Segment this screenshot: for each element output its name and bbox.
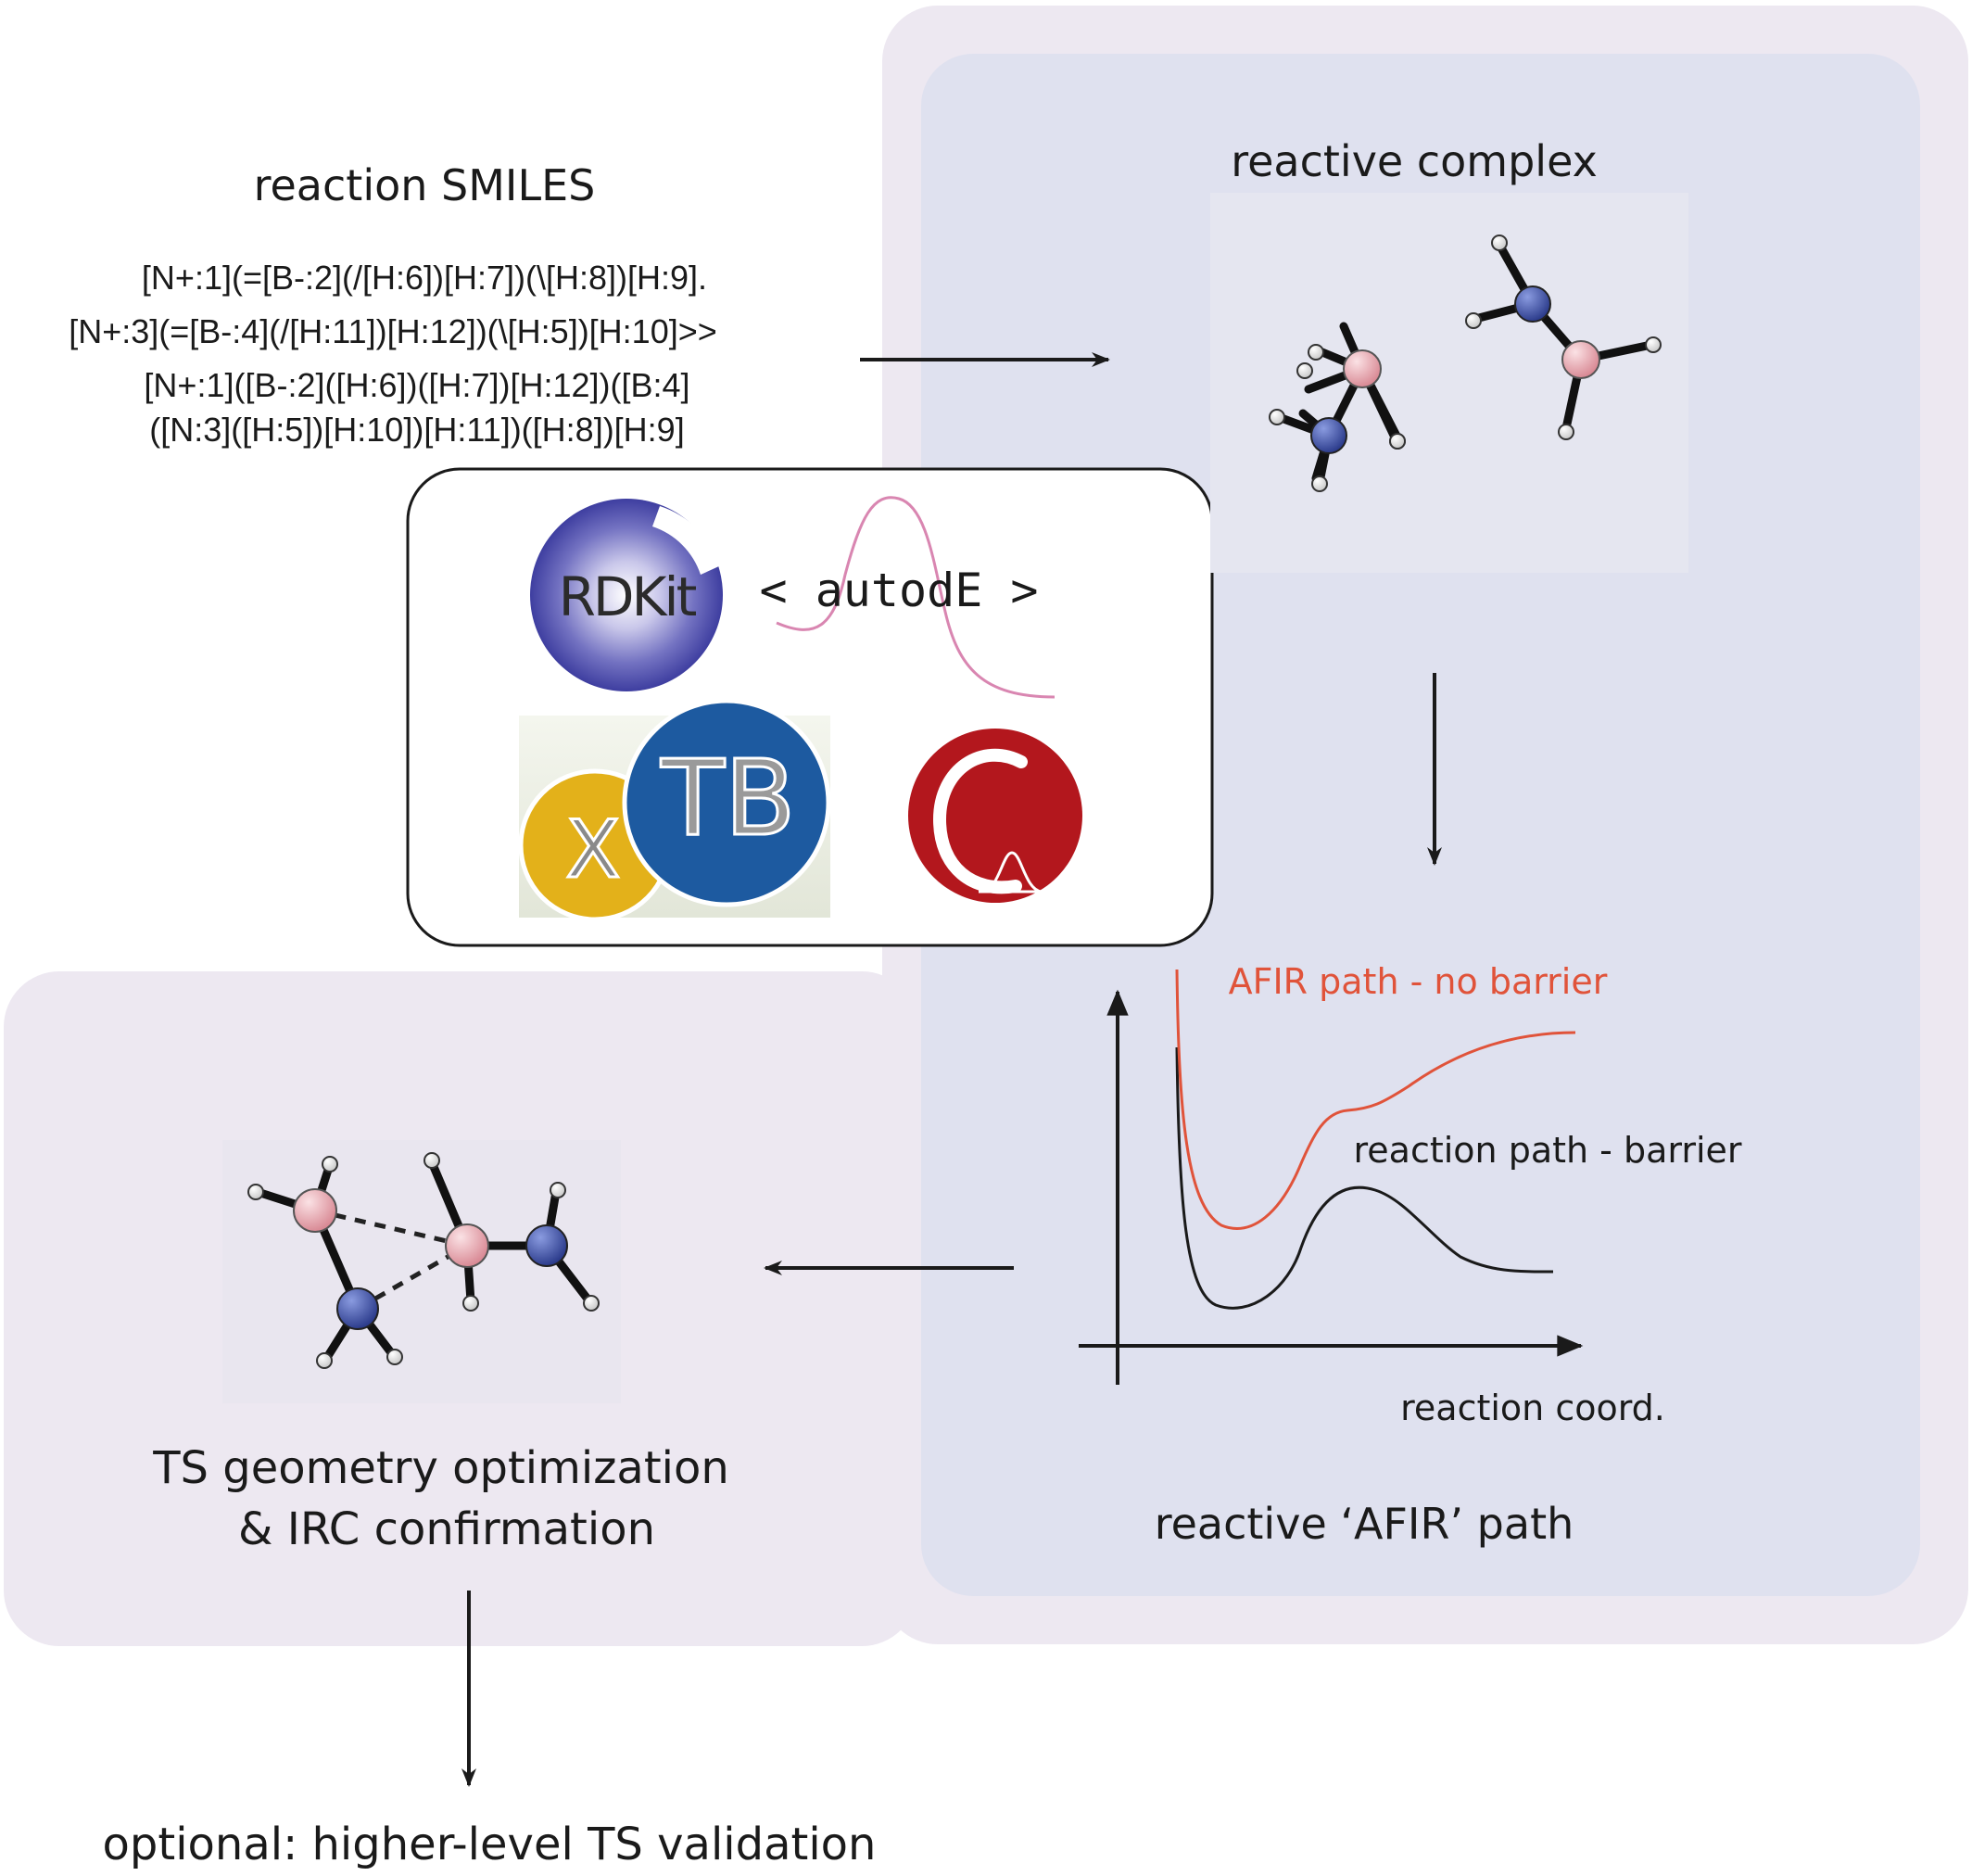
rdkit-logo: RDKit <box>530 499 723 691</box>
smiles-line-3: [N+:1]([B-:2]([H:6])([H:7])[H:12])([B:4] <box>144 366 689 404</box>
afir-curve <box>1175 969 1576 1230</box>
autode-logo: < autodE > <box>759 496 1056 699</box>
ts-title-line-1: TS geometry optimization <box>152 1442 729 1494</box>
complex-nitrogen-atom <box>1310 417 1347 454</box>
ts-boron-atom-1 <box>293 1188 337 1233</box>
autode-logo-text: < autodE > <box>759 564 1038 617</box>
ts-molecule <box>247 1152 600 1369</box>
complex-title: reactive complex <box>1231 136 1598 186</box>
ts-boron-atom-2 <box>445 1223 489 1268</box>
complex-boron-atom <box>1343 349 1382 388</box>
afir-title: reactive ‘AFIR’ path <box>1155 1499 1574 1549</box>
afir-plot: AFIR path - no barrier reaction path - b… <box>1079 961 1742 1428</box>
xtb-logo-tb: TB <box>660 739 795 859</box>
smiles-line-2: [N+:3](=[B-:4](/[H:11])[H:12])(\[H:5])[H… <box>69 312 717 350</box>
barrier-curve <box>1175 1046 1554 1310</box>
complex-boron-atom-2 <box>1561 340 1600 379</box>
x-axis-label: reaction coord. <box>1400 1388 1665 1428</box>
complex-nitrogen-atom-2 <box>1514 285 1551 323</box>
afir-curve-label: AFIR path - no barrier <box>1229 961 1608 1002</box>
barrier-curve-label: reaction path - barrier <box>1353 1130 1741 1171</box>
smiles-line-4: ([N:3]([H:5])[H:10])[H:11])([H:8])[H:9] <box>149 411 684 449</box>
orca-logo <box>908 729 1082 903</box>
ts-nitrogen-atom-2 <box>525 1224 568 1267</box>
smiles-title: reaction SMILES <box>254 160 596 210</box>
rdkit-logo-text: RDKit <box>559 565 697 628</box>
xtb-logo-x: X <box>566 804 621 896</box>
complex-atoms <box>1269 234 1662 492</box>
complex-image-bg <box>1210 193 1688 573</box>
ts-nitrogen-atom-1 <box>336 1287 379 1330</box>
validation-title: optional: higher-level TS validation <box>103 1819 877 1870</box>
xtb-logo: X TB <box>518 698 831 922</box>
ts-title-line-2: & IRC confirmation <box>238 1503 655 1555</box>
smiles-line-1: [N+:1](=[B-:2](/[H:6])[H:7])(\[H:8])[H:9… <box>142 259 707 297</box>
autode-wave <box>776 496 1056 699</box>
ts-image-bg <box>222 1140 621 1403</box>
